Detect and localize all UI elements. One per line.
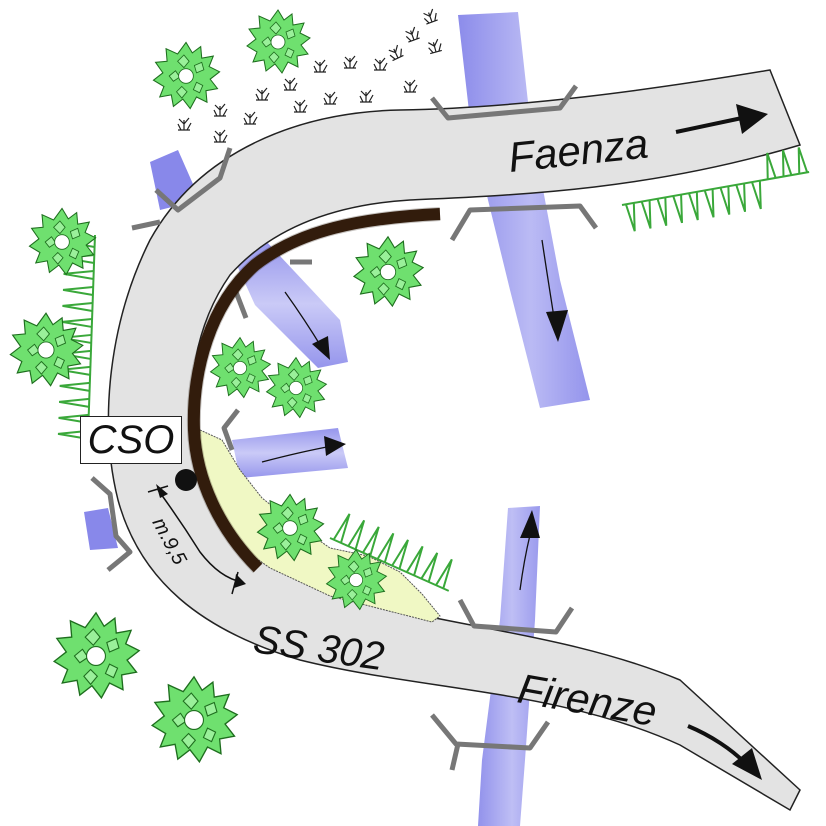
- direction-arrow-icon: [736, 104, 768, 134]
- direction-arrow-icon: [520, 510, 540, 538]
- shrub-icon: [421, 7, 440, 25]
- stream-middle-upper: [230, 240, 348, 368]
- shrub-icon: [243, 111, 258, 125]
- flow-arrow-right-lower: [519, 534, 531, 591]
- shrub-icon: [323, 91, 338, 105]
- shrub-icon: [426, 37, 444, 55]
- cso-label: CSO: [87, 417, 175, 462]
- shrub-icon: [213, 129, 228, 143]
- tree-icon: [246, 9, 311, 74]
- stream-left-lower: [84, 508, 118, 550]
- grass-icon: [621, 147, 810, 232]
- road-surface: [107, 69, 802, 812]
- tree-icon: [151, 676, 238, 763]
- retaining-wall: [187, 208, 441, 573]
- shrub-icon: [359, 89, 374, 103]
- tree-icon: [353, 236, 424, 307]
- shrub-icon: [213, 103, 228, 117]
- direction-arrow-icon: [732, 748, 762, 780]
- tree-icon: [210, 337, 271, 398]
- shrub-icon: [403, 79, 418, 93]
- grass-icon: [329, 513, 453, 592]
- shrub-icon: [386, 43, 405, 62]
- road-ss302: [107, 69, 802, 812]
- cso-label-box: CSO: [80, 416, 182, 464]
- cso-point-icon: [175, 469, 197, 491]
- shrub-icon: [255, 87, 270, 101]
- shrub-icon: [177, 117, 192, 131]
- direction-arrow-icon: [546, 310, 568, 342]
- guardrails: [90, 84, 599, 771]
- road-direction-arrows: [675, 104, 768, 780]
- shrub-icon: [343, 55, 358, 69]
- direction-arrow-icon: [324, 436, 346, 456]
- tree-icon: [152, 41, 221, 110]
- stream-middle-lower: [232, 428, 348, 478]
- flow-arrows: [261, 239, 568, 591]
- shrub-icon: [373, 57, 388, 71]
- direction-arrow-icon: [312, 336, 330, 360]
- tree-icon: [53, 612, 140, 699]
- shrub-icon: [403, 25, 422, 43]
- tree-icon: [28, 207, 97, 276]
- shrub-icon: [293, 99, 308, 113]
- shrub-icon: [283, 77, 298, 91]
- faenza-arrow: [675, 116, 743, 134]
- shrub-icon: [313, 59, 328, 73]
